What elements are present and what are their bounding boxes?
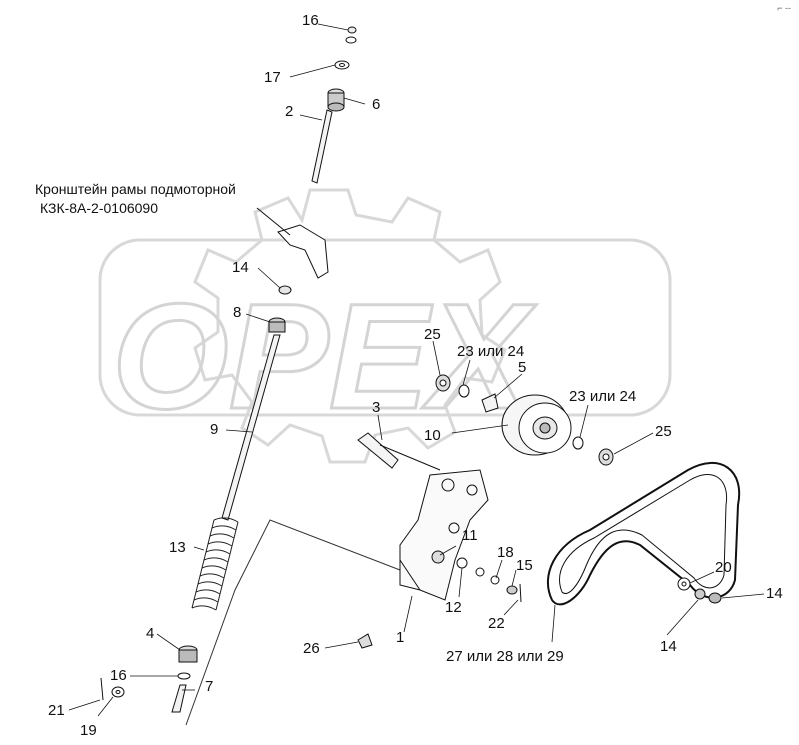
part-7-fork <box>171 684 187 713</box>
label-14-bottom: 14 <box>660 638 677 655</box>
part-13-spring <box>191 517 239 611</box>
part-14-nut <box>278 285 292 295</box>
part-23-24-spacer-right <box>572 436 584 450</box>
label-14-a: 14 <box>232 259 249 276</box>
label-9: 9 <box>210 421 219 438</box>
part-1-lever <box>399 469 489 601</box>
part-16-top <box>347 26 357 34</box>
note-line-1: Кронштейн рамы подмоторной <box>35 181 236 197</box>
label-26: 26 <box>303 640 320 657</box>
label-12: 12 <box>445 599 462 616</box>
part-21-pin <box>100 677 104 701</box>
label-19: 19 <box>80 722 97 739</box>
part-14-nut-b <box>708 592 722 604</box>
part-9-rod <box>221 334 281 521</box>
label-14-right: 14 <box>766 585 783 602</box>
leader-lines <box>68 23 765 717</box>
label-4: 4 <box>146 625 155 642</box>
frame-bracket <box>277 224 329 279</box>
label-2: 2 <box>285 103 294 120</box>
part-23-24-spacer-left <box>458 384 470 398</box>
part-2-rod <box>311 109 333 184</box>
label-1: 1 <box>396 629 405 646</box>
part-22-pin <box>519 583 522 603</box>
part-14-nut-a <box>694 588 706 600</box>
label-25-right: 25 <box>655 423 672 440</box>
label-15: 15 <box>516 557 533 574</box>
label-11: 11 <box>462 527 478 544</box>
label-25-left: 25 <box>424 326 441 343</box>
label-27-28-29: 27 или 28 или 29 <box>446 648 564 665</box>
part-16-bottom <box>177 672 191 680</box>
note-line-2: КЗК-8А-2-0106090 <box>40 200 159 216</box>
label-22: 22 <box>488 615 505 632</box>
label-13: 13 <box>169 539 186 556</box>
label-20: 20 <box>715 559 732 576</box>
label-5: 5 <box>518 359 527 376</box>
label-23-or-24-left: 23 или 24 <box>457 343 525 360</box>
part-15-nut <box>506 585 518 595</box>
label-23-or-24-right: 23 или 24 <box>569 388 637 405</box>
label-10: 10 <box>424 427 441 444</box>
part-26 <box>357 633 373 649</box>
corner-mark: ⌐ -- <box>777 3 791 13</box>
part-10-pulley <box>501 394 572 456</box>
label-16-top: 16 <box>302 12 319 29</box>
part-17-washer <box>334 60 350 70</box>
label-17: 17 <box>264 69 281 86</box>
label-7: 7 <box>205 678 214 695</box>
label-16-bottom: 16 <box>110 667 127 684</box>
label-21: 21 <box>48 702 65 719</box>
label-8: 8 <box>233 304 242 321</box>
label-3: 3 <box>372 399 381 416</box>
part-5-axle <box>481 393 499 413</box>
belt-27-28-29 <box>546 461 741 606</box>
part-20-washer <box>677 577 691 591</box>
label-6: 6 <box>372 96 381 113</box>
label-18: 18 <box>497 544 514 561</box>
watermark-text: OPEX <box>112 272 537 440</box>
part-3-bolt <box>357 432 399 469</box>
part-19-washer <box>111 686 125 698</box>
